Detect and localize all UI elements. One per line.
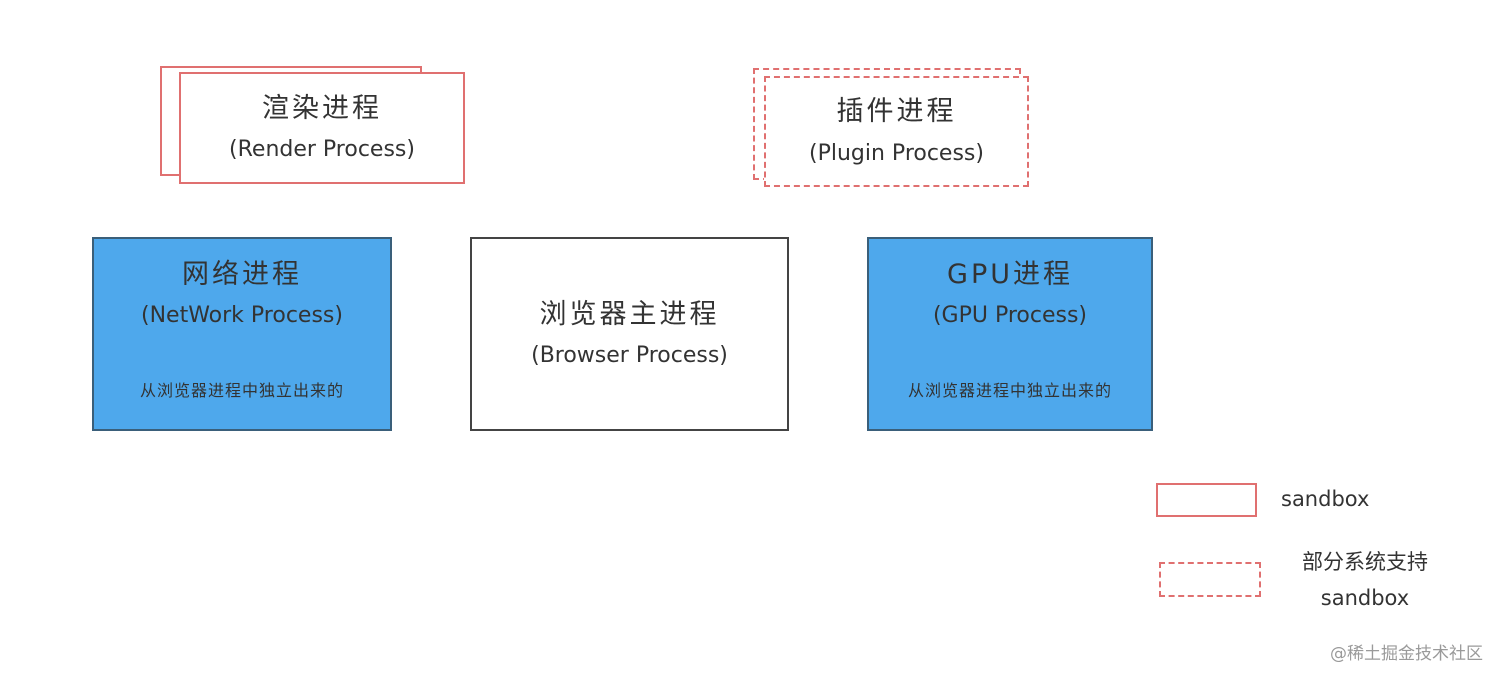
legend-partial-label-line1: 部分系统支持 (1302, 550, 1428, 574)
browser-process-title-en: (Browser Process) (531, 343, 728, 368)
browser-process-box: 浏览器主进程 (Browser Process) (470, 237, 789, 431)
legend-sandbox-swatch (1156, 483, 1257, 517)
network-process-title-en: (NetWork Process) (141, 303, 343, 329)
network-process-title-zh: 网络进程 (182, 259, 302, 290)
legend-partial-sandbox-swatch (1159, 562, 1261, 597)
legend-partial-label-line2: sandbox (1320, 586, 1410, 610)
network-process-note: 从浏览器进程中独立出来的 (139, 381, 344, 400)
render-process-title-zh: 渲染进程 (262, 92, 382, 124)
plugin-process-title-en: (Plugin Process) (809, 140, 984, 166)
browser-process-title-zh: 浏览器主进程 (539, 298, 720, 330)
render-process-box: 渲染进程 (Render Process) (179, 72, 465, 184)
legend-partial-sandbox-label: 部分系统支持 sandbox (1280, 544, 1450, 616)
plugin-process-title-zh: 插件进程 (836, 96, 957, 128)
gpu-process-box: GPU进程 (GPU Process) 从浏览器进程中独立出来的 (867, 237, 1153, 431)
plugin-process-box: 插件进程 (Plugin Process) (764, 76, 1029, 187)
gpu-process-title-zh: GPU进程 (947, 259, 1073, 290)
render-process-title-en: (Render Process) (229, 137, 415, 162)
watermark-text: @稀土掘金技术社区 (1330, 644, 1483, 664)
gpu-process-title-en: (GPU Process) (932, 303, 1088, 329)
network-process-box: 网络进程 (NetWork Process) 从浏览器进程中独立出来的 (92, 237, 392, 431)
gpu-process-note: 从浏览器进程中独立出来的 (907, 381, 1112, 400)
legend-sandbox-label: sandbox (1281, 487, 1370, 511)
